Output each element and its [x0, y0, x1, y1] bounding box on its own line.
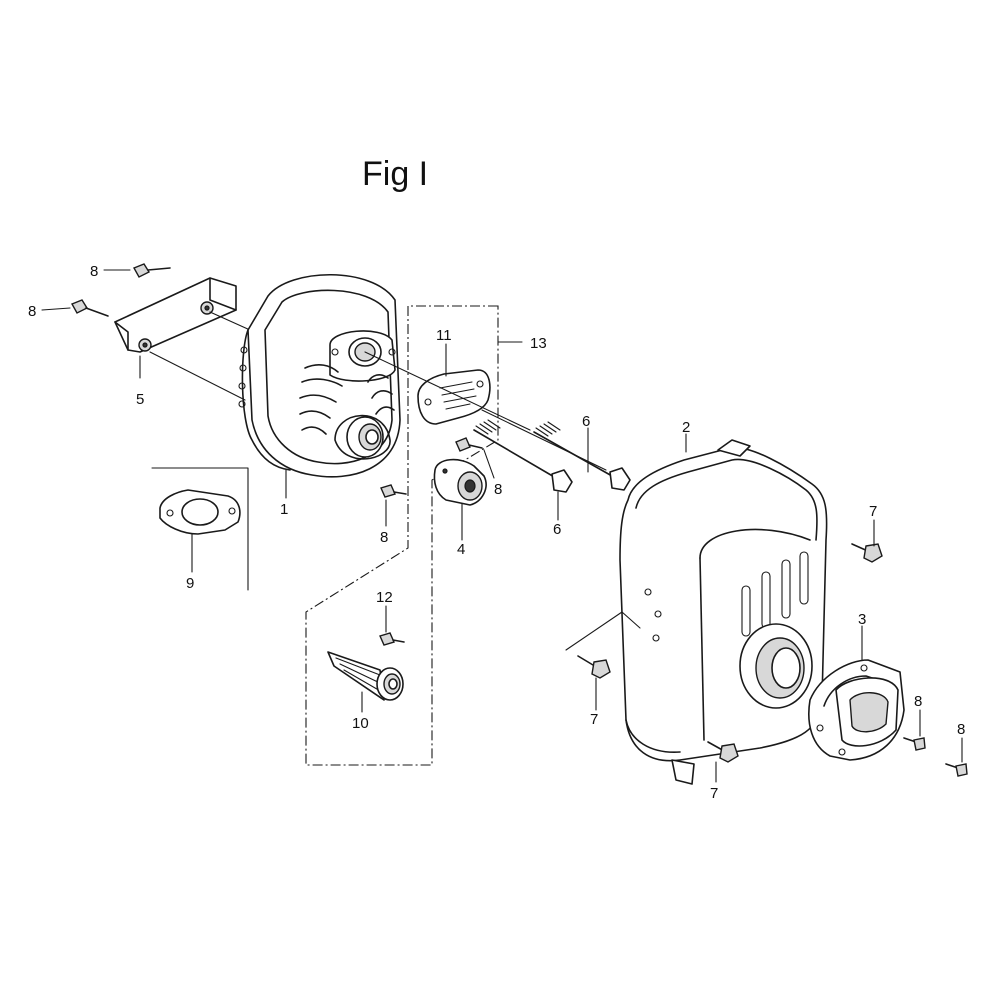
- screw-8-right-b: [945, 763, 968, 777]
- callout-6-upper: 6: [582, 413, 590, 430]
- part-9-gasket: [159, 489, 241, 535]
- callout-12: 12: [376, 589, 393, 606]
- part-7-bolt-left: [577, 655, 611, 679]
- part-2-protector: [619, 439, 828, 785]
- screw-8-right-a: [903, 737, 926, 751]
- callout-8-right-b: 8: [957, 721, 965, 738]
- callout-8-top-left: 8: [90, 263, 98, 280]
- callout-1: 1: [280, 501, 288, 518]
- part-12-screw: [379, 632, 405, 646]
- callout-8-mid-left: 8: [28, 303, 36, 320]
- callout-4: 4: [457, 541, 465, 558]
- callout-2: 2: [682, 419, 690, 436]
- figure-title: Fig I: [362, 155, 428, 193]
- callout-7-upper-right: 7: [869, 503, 877, 520]
- callout-10: 10: [352, 715, 369, 732]
- callout-7-left: 7: [590, 711, 598, 728]
- screw-8-near-cap: [455, 437, 483, 452]
- screw-8-top-left: [133, 263, 171, 278]
- part-4-cap: [433, 458, 487, 506]
- part-10-arrester: [327, 651, 404, 701]
- part-7-bolt-upper-right: [851, 543, 883, 563]
- callout-11: 11: [436, 327, 452, 344]
- callout-8-right-a: 8: [914, 693, 922, 710]
- part-11-plate: [417, 369, 491, 425]
- callout-13: 13: [530, 335, 547, 352]
- part-7-bolt-bottom: [707, 741, 739, 763]
- screw-8-under-muffler: [380, 484, 407, 498]
- callout-6-lower: 6: [553, 521, 561, 538]
- part-6-bolt-upper: [533, 421, 631, 491]
- callout-8-near-cap: 8: [494, 481, 502, 498]
- callout-7-bottom: 7: [710, 785, 718, 802]
- callout-3: 3: [858, 611, 866, 628]
- part-5-bracket: [114, 277, 237, 353]
- part-1-muffler: [238, 274, 401, 478]
- callout-5: 5: [136, 391, 144, 408]
- part-3-deflector: [808, 659, 905, 761]
- callout-9: 9: [186, 575, 194, 592]
- part-6-bolt-lower: [473, 419, 573, 493]
- callout-8-under-muffler: 8: [380, 529, 388, 546]
- screw-8-mid-left: [71, 299, 109, 317]
